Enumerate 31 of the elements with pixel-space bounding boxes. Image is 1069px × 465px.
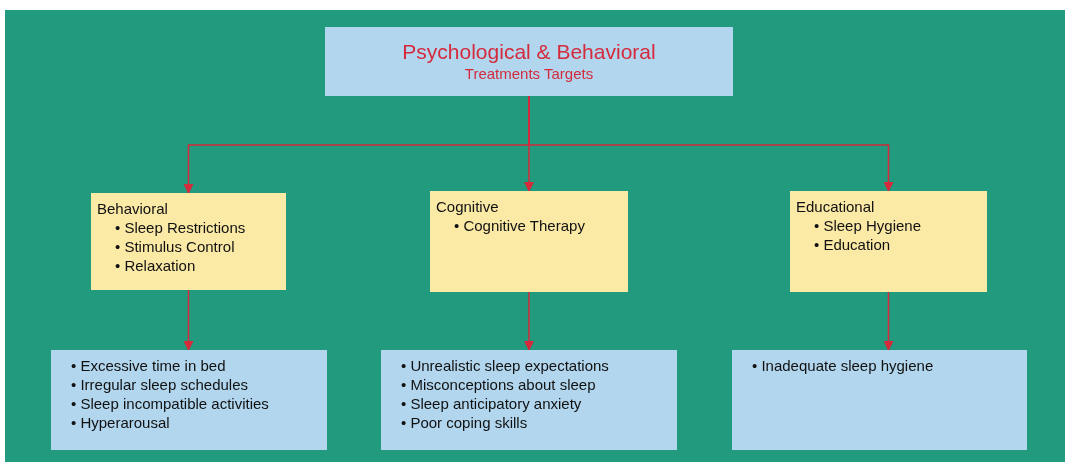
bullet-item: • Inadequate sleep hygiene	[752, 356, 935, 375]
target-box	[732, 350, 1027, 450]
arrow	[883, 291, 894, 351]
target-box	[381, 350, 677, 450]
bullet-item: • Sleep incompatible activities	[71, 394, 270, 413]
bullet-item: • Sleep anticipatory anxiety	[401, 394, 583, 413]
category-heading: Behavioral	[97, 199, 169, 218]
arrow	[528, 95, 894, 192]
category-heading: Cognitive	[436, 197, 500, 216]
arrow	[183, 289, 194, 351]
bullet-item: • Unrealistic sleep expectations	[401, 356, 610, 375]
bullet-item: • Cognitive Therapy	[454, 216, 586, 235]
bullet-item: • Hyperarousal	[71, 413, 171, 432]
bullet-item: • Stimulus Control	[115, 237, 236, 256]
category-box	[91, 193, 286, 290]
bullet-item: • Relaxation	[115, 256, 197, 275]
bullet-item: • Education	[814, 235, 892, 254]
bullet-item: • Sleep Hygiene	[814, 216, 922, 235]
bullet-item: • Misconceptions about sleep	[401, 375, 597, 394]
box-heading: Psychological & Behavioral	[402, 39, 656, 65]
category-heading: Educational	[796, 197, 876, 216]
target-box	[51, 350, 327, 450]
bullet-item: • Irregular sleep schedules	[71, 375, 249, 394]
bullet-item: • Excessive time in bed	[71, 356, 227, 375]
arrow	[524, 291, 534, 351]
title-box	[325, 27, 733, 96]
category-box	[430, 191, 628, 292]
category-box	[790, 191, 987, 292]
bullet-item: • Sleep Restrictions	[115, 218, 247, 237]
box-subheading: Treatments Targets	[464, 65, 594, 84]
bullet-item: • Poor coping skills	[401, 413, 529, 432]
